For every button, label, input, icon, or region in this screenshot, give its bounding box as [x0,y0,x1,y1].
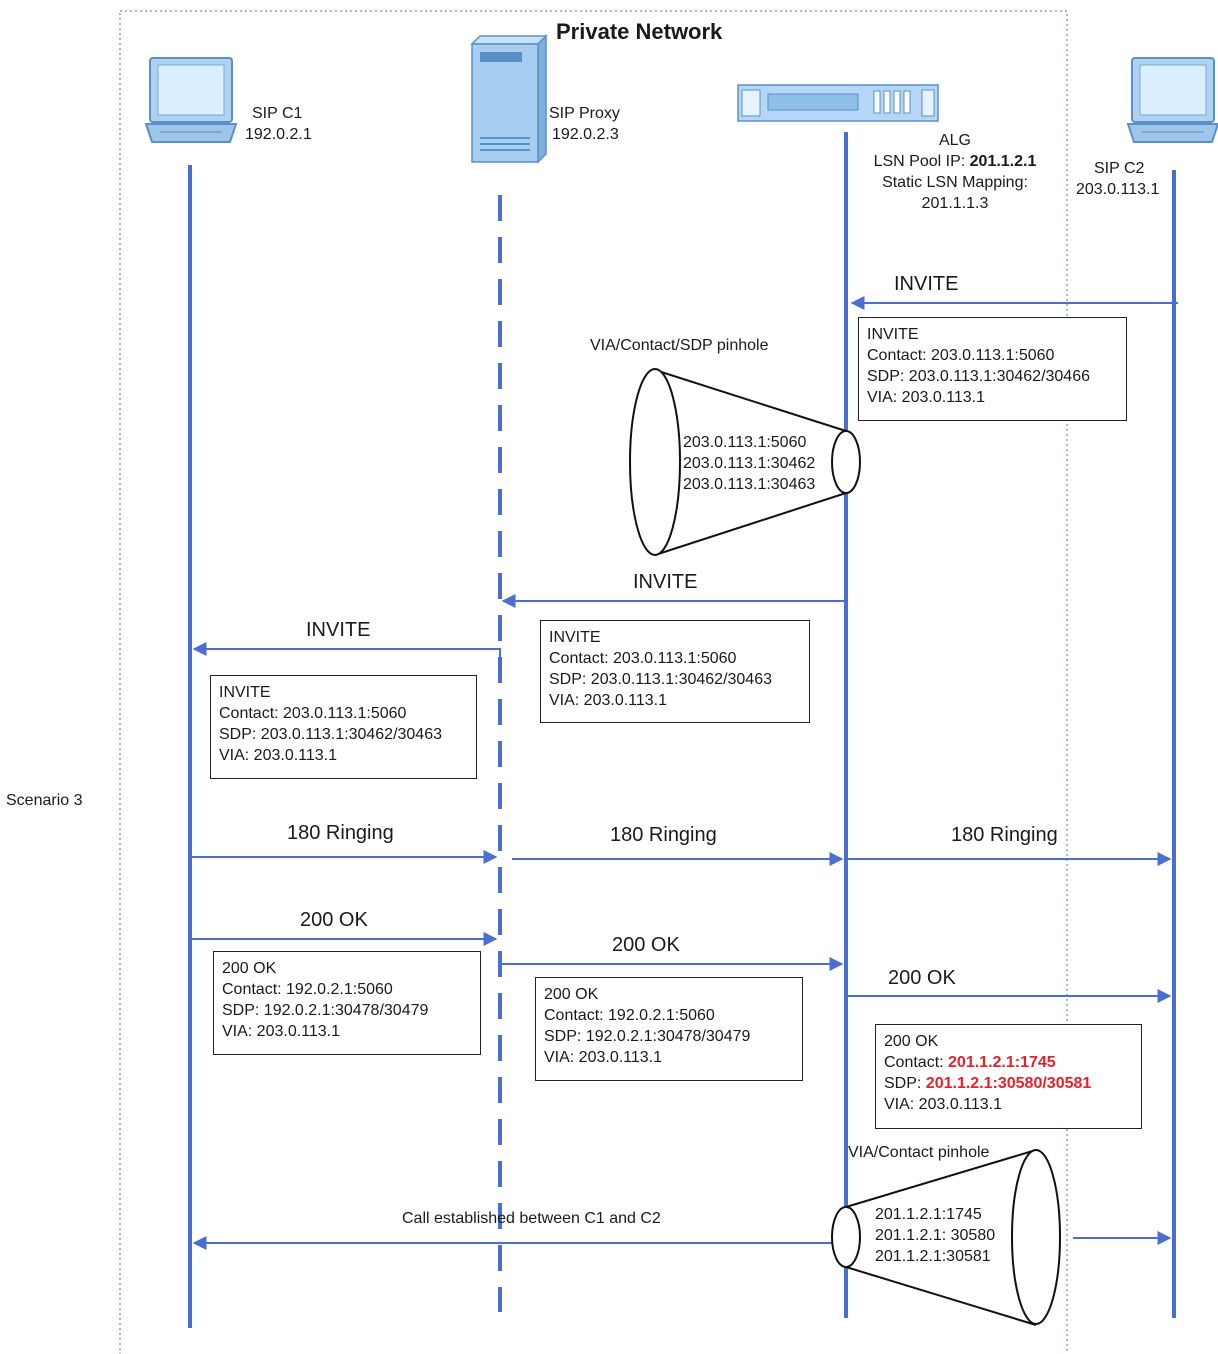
alg-pool: LSN Pool IP: 201.1.2.1 [855,151,1055,172]
pinhole-invite-label: VIA/Contact/SDP pinhole [590,337,769,354]
sip-c2-name: SIP C2 [1094,160,1145,177]
pinhole-ok-line: 201.1.2.1: 30580 [875,1227,996,1244]
box-line: Contact: 203.0.113.1:5060 [549,650,737,667]
laptop-c1-icon [144,57,238,143]
sip-c1-name: SIP C1 [252,105,303,122]
box-line: INVITE [867,326,919,343]
alg-name: ALG [938,132,971,149]
box-line: Contact: 192.0.2.1:5060 [544,1007,715,1024]
box-invite-proxy: INVITE Contact: 203.0.113.1:5060 SDP: 20… [540,620,810,723]
box-invite-incoming: INVITE Contact: 203.0.113.1:5060 SDP: 20… [858,317,1127,421]
msg-invite-c2-alg: INVITE [894,273,959,295]
pinhole-invite-line: 203.0.113.1:5060 [683,434,807,451]
box-line: Contact: 203.0.113.1:5060 [867,347,1055,364]
sip-proxy-ip: 192.0.2.3 [552,126,619,143]
pinhole-invite-line: 203.0.113.1:30462 [683,455,816,472]
sdp-label: SDP: [884,1075,926,1092]
box-line: 200 OK [544,986,599,1003]
box-line: VIA: 203.0.113.1 [219,747,338,764]
msg-ringing-1: 180 Ringing [287,822,394,844]
box-line: VIA: 203.0.113.1 [867,389,986,406]
msg-invite-alg-proxy: INVITE [633,571,698,593]
translated-contact: 201.1.2.1:1745 [948,1054,1056,1071]
box-line: Contact: 201.1.2.1:1745 [884,1052,1133,1073]
msg-ok-2: 200 OK [612,934,680,956]
server-proxy-icon [470,34,548,164]
alg-mapping-label: Static LSN Mapping: [882,174,1028,191]
arrow-invite-proxy-to-c1 [192,642,501,658]
alg-appliance-icon [737,84,939,122]
box-ok-outgoing: 200 OK Contact: 201.1.2.1:1745 SDP: 201.… [875,1024,1142,1129]
alg-pool-label: LSN Pool IP: [873,153,970,170]
laptop-c2-icon [1126,57,1218,143]
alg-pool-ip: 201.1.2.1 [969,153,1037,170]
box-line: SDP: 203.0.113.1:30462/30463 [219,726,442,743]
contact-label: Contact: [884,1054,949,1071]
msg-ringing-3: 180 Ringing [951,824,1058,846]
box-line: SDP: 192.0.2.1:30478/30479 [544,1028,751,1045]
box-line: Contact: 192.0.2.1:5060 [222,981,393,998]
msg-ok-1: 200 OK [300,909,368,931]
pinhole-ok-line: 201.1.2.1:1745 [875,1206,982,1223]
pinhole-invite-line: 203.0.113.1:30463 [683,476,816,493]
box-line: 200 OK [884,1033,939,1050]
box-line: SDP: 203.0.113.1:30462/30463 [549,671,772,688]
sip-c1-ip: 192.0.2.1 [245,126,312,143]
box-line: SDP: 192.0.2.1:30478/30479 [222,1002,429,1019]
box-line: VIA: 203.0.113.1 [544,1049,663,1066]
private-network-boundary [119,10,1068,1354]
box-line: VIA: 203.0.113.1 [549,692,668,709]
alg-mapping-ip: 201.1.1.3 [921,195,989,212]
pinhole-cone-ok [831,1149,1061,1326]
network-title: Private Network [556,19,723,44]
sip-proxy-name: SIP Proxy [549,105,620,122]
msg-invite-proxy-c1: INVITE [306,619,371,641]
scenario-label: Scenario 3 [6,792,83,809]
arrow-ok-proxy-to-alg [499,955,844,971]
box-line: SDP: 203.0.113.1:30462/30466 [867,368,1090,385]
box-line: SDP: 201.1.2.1:30580/30581 [884,1073,1133,1094]
translated-sdp: 201.1.2.1:30580/30581 [925,1075,1092,1092]
box-line: Contact: 203.0.113.1:5060 [219,705,407,722]
sip-c2-ip: 203.0.113.1 [1076,181,1160,198]
msg-call-established: Call established between C1 and C2 [402,1210,661,1227]
box-line: VIA: 203.0.113.1 [222,1023,341,1040]
box-line: INVITE [219,684,271,701]
msg-ringing-2: 180 Ringing [610,824,717,846]
box-ok-c1: 200 OK Contact: 192.0.2.1:5060 SDP: 192.… [213,951,481,1055]
box-line: INVITE [549,629,601,646]
box-invite-c1: INVITE Contact: 203.0.113.1:5060 SDP: 20… [210,675,477,779]
msg-ok-3: 200 OK [888,967,956,989]
box-line: VIA: 203.0.113.1 [884,1096,1003,1113]
pinhole-cone-invite [629,368,861,556]
box-ok-proxy: 200 OK Contact: 192.0.2.1:5060 SDP: 192.… [535,977,803,1081]
pinhole-ok-label: VIA/Contact pinhole [848,1144,990,1161]
box-line: 200 OK [222,960,277,977]
pinhole-ok-line: 201.1.2.1:30581 [875,1248,991,1265]
